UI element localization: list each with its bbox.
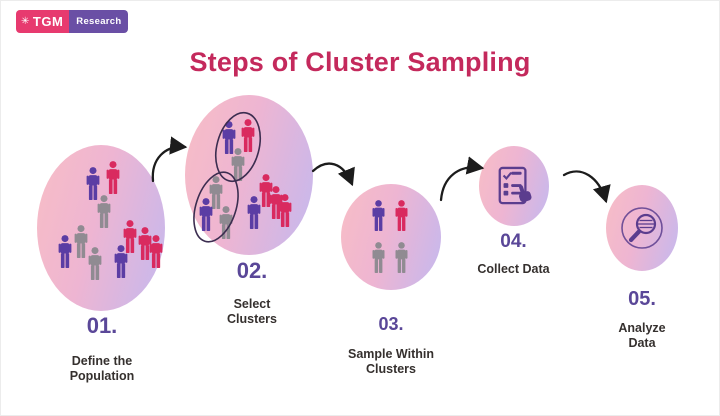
step1-number: 01. bbox=[86, 313, 118, 338]
flow-arrow-4 bbox=[562, 170, 611, 204]
step4-number: 04. bbox=[500, 231, 527, 252]
step2-number: 02. bbox=[236, 258, 268, 283]
magnifier-analysis-icon bbox=[621, 207, 663, 249]
flow-arrow-3 bbox=[439, 156, 485, 202]
person-icon bbox=[258, 174, 274, 207]
person-icon bbox=[277, 194, 293, 227]
step4-collect-bubble bbox=[479, 146, 549, 226]
person-icon bbox=[268, 186, 284, 219]
flow-arrow-1 bbox=[151, 136, 188, 183]
tgm-research-logo: ✳ TGM Research bbox=[16, 10, 129, 33]
step5-number: 05. bbox=[628, 288, 656, 310]
step3-sample-bubble bbox=[341, 184, 441, 290]
person-icon bbox=[87, 247, 103, 280]
step1-population-bubble bbox=[37, 145, 165, 311]
person-icon bbox=[218, 206, 234, 239]
step2-clusters-bubble bbox=[185, 95, 313, 255]
clipboard-checklist-icon bbox=[498, 166, 532, 205]
step3-label: 03. Sample Within Clusters bbox=[331, 314, 451, 378]
step3-caption: Sample Within Clusters bbox=[347, 347, 434, 377]
step2-caption: Select Clusters bbox=[226, 297, 278, 327]
person-icon bbox=[113, 245, 129, 278]
step4-label: 04. Collect Data bbox=[456, 231, 571, 277]
person-icon bbox=[198, 198, 214, 231]
step5-caption: Analyze Data bbox=[618, 321, 666, 351]
step1-caption: Define the Population bbox=[69, 354, 135, 384]
asterisk-globe-icon: ✳ bbox=[21, 15, 30, 27]
logo-brand-text: TGM bbox=[32, 14, 64, 29]
person-icon bbox=[246, 196, 262, 229]
person-icon bbox=[148, 235, 164, 268]
person-icon bbox=[137, 227, 153, 260]
person-icon bbox=[96, 195, 112, 228]
step3-number: 03. bbox=[378, 314, 404, 334]
person-icon bbox=[85, 167, 101, 200]
person-icon bbox=[122, 220, 138, 253]
logo-brand-section: ✳ TGM bbox=[16, 10, 70, 33]
person-icon bbox=[57, 235, 73, 268]
person-icon bbox=[371, 242, 386, 273]
person-icon bbox=[105, 161, 121, 194]
flow-arrow-2 bbox=[311, 162, 355, 187]
page-title: Steps of Cluster Sampling bbox=[189, 47, 531, 77]
step5-analyze-bubble bbox=[606, 185, 678, 271]
step2-label: 02. Select Clusters bbox=[188, 258, 316, 328]
person-icon bbox=[73, 225, 89, 258]
step1-label: 01. Define the Population bbox=[37, 313, 167, 385]
person-icon bbox=[371, 200, 386, 231]
person-icon bbox=[394, 200, 409, 231]
logo-suffix-text: Research bbox=[69, 10, 129, 33]
step5-label: 05. Analyze Data bbox=[605, 288, 679, 352]
person-icon bbox=[230, 148, 246, 181]
step4-caption: Collect Data bbox=[477, 262, 550, 276]
person-icon bbox=[394, 242, 409, 273]
